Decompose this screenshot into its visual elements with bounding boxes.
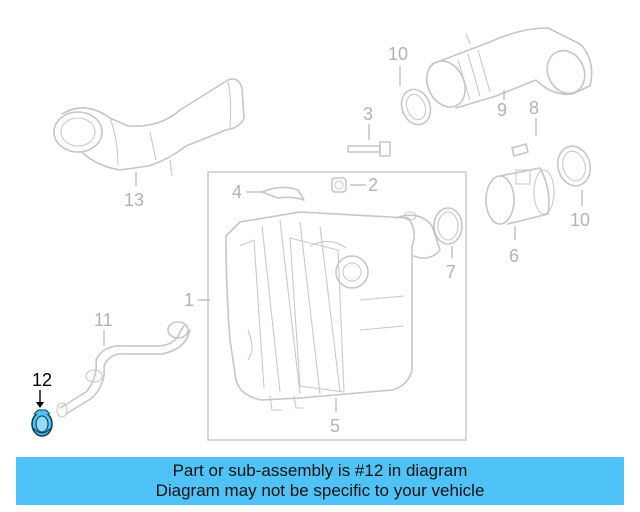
callout-7: 7 <box>446 262 456 282</box>
banner-line-1: Part or sub-assembly is #12 in diagram <box>172 461 468 480</box>
part-1-air-cleaner <box>225 211 441 411</box>
callout-9: 9 <box>497 100 507 120</box>
assembly-1-box <box>207 171 467 441</box>
part-3-bolt <box>347 141 391 157</box>
part-10-clamp-lower <box>556 145 592 187</box>
part-11-breather-hose <box>56 321 191 418</box>
part-8-screw <box>511 143 529 157</box>
part-12-hose-clamp[interactable] <box>31 409 53 437</box>
parts-diagram: 13 10 9 3 8 10 6 <box>31 27 593 441</box>
part-10-clamp-upper <box>400 88 432 126</box>
part-13-intake-duct <box>53 78 245 177</box>
callout-11: 11 <box>94 310 113 330</box>
info-banner: Part or sub-assembly is #12 in diagram D… <box>16 457 624 505</box>
part-7-seal <box>433 207 463 245</box>
part-5-filter <box>289 237 345 393</box>
callout-10-upper: 10 <box>388 44 408 64</box>
banner-line-2: Diagram may not be specific to your vehi… <box>155 481 485 500</box>
callout-2: 2 <box>368 175 378 195</box>
callout-10-lower: 10 <box>570 210 590 230</box>
callout-4: 4 <box>232 182 242 202</box>
callout-6: 6 <box>509 246 519 266</box>
callout-8: 8 <box>529 98 539 118</box>
callout-5: 5 <box>330 416 340 436</box>
part-2-grommet <box>331 177 347 193</box>
callout-12: 12 <box>32 370 52 390</box>
part-4-bracket <box>261 186 305 201</box>
callout-3: 3 <box>363 104 373 124</box>
part-6-airflow-sensor <box>485 167 555 225</box>
callout-13: 13 <box>124 190 144 210</box>
part-9-hose <box>425 27 593 109</box>
leader-12-arrow <box>36 402 44 408</box>
callout-1: 1 <box>184 290 194 310</box>
